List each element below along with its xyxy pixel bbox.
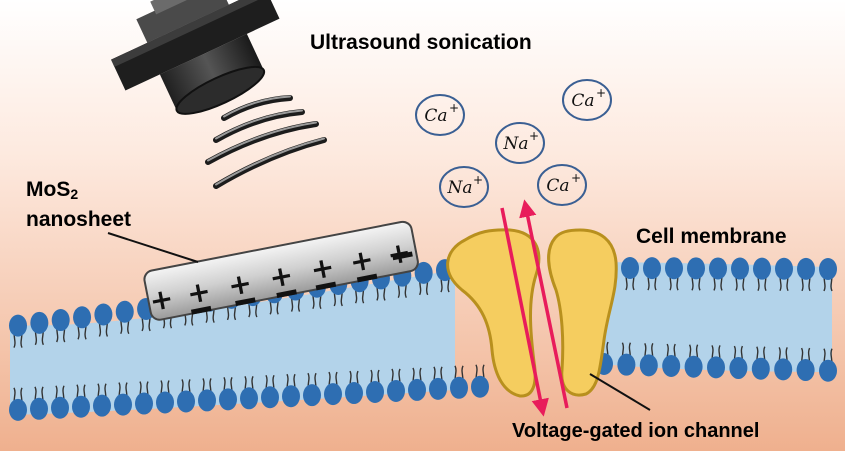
ultrasound-transducer-icon	[111, 0, 280, 115]
sound-wave	[221, 95, 293, 121]
svg-text:Ca: Ca	[424, 106, 447, 126]
lipid	[687, 257, 705, 291]
minus-charge	[190, 305, 212, 315]
lipid	[177, 379, 195, 413]
lipid	[753, 257, 771, 291]
lipid	[30, 386, 48, 420]
mos2-label-line2: nanosheet	[26, 208, 132, 231]
lipid	[282, 373, 300, 408]
ion-channel-leader-line	[589, 373, 651, 411]
mos2-label-line1: MoS2	[26, 177, 131, 207]
lipid	[639, 343, 658, 377]
lipid	[72, 384, 90, 418]
lipid	[156, 380, 174, 414]
lipid	[751, 346, 770, 380]
mos2-nanosheet: +++++++	[143, 220, 419, 321]
lipid	[429, 366, 447, 400]
lipid	[51, 309, 70, 343]
lipid	[684, 344, 703, 378]
ion-ca: Ca+	[562, 79, 612, 121]
svg-text:+: +	[571, 171, 581, 185]
svg-text:+: +	[529, 129, 539, 143]
lipid	[73, 306, 92, 340]
lipid	[94, 303, 113, 337]
ion-na: Na+	[495, 122, 545, 164]
lipid	[819, 257, 837, 292]
lipid	[819, 348, 837, 382]
lipid	[731, 257, 749, 291]
lipid	[450, 365, 468, 399]
lipid	[471, 364, 489, 398]
lipid	[662, 343, 681, 378]
svg-text:+: +	[473, 173, 483, 187]
cell-membrane-right	[575, 262, 832, 372]
lipid	[774, 347, 793, 381]
lipid-layer-bottom-left	[9, 364, 489, 421]
ions: Ca+Ca+Na+Na+Ca+	[415, 79, 612, 208]
lipid	[135, 381, 153, 415]
ion-flow-arrow-up	[519, 199, 569, 409]
lipid	[621, 257, 639, 291]
minus-charge	[315, 281, 337, 291]
lipid	[261, 374, 279, 409]
minus-charge	[276, 289, 297, 299]
ion-na: Na+	[439, 166, 489, 208]
ion-ca: Ca+	[415, 94, 465, 136]
lipid	[643, 257, 661, 291]
lipid	[387, 368, 405, 402]
lipid	[345, 370, 363, 405]
lipid	[30, 311, 49, 346]
lipid	[115, 300, 134, 335]
minus-charge	[392, 251, 413, 261]
ultrasound-label: Ultrasound sonication	[310, 31, 532, 54]
lipid	[219, 377, 237, 411]
lipid	[414, 261, 433, 296]
lipid	[198, 378, 216, 412]
mos2-leader-line	[107, 232, 199, 263]
minus-charge	[356, 273, 378, 283]
mos2-label: MoS2 nanosheet	[26, 177, 131, 233]
cell-membrane	[10, 270, 455, 415]
lipid	[408, 367, 426, 401]
lipid	[324, 371, 342, 406]
mos2-formula: MoS	[26, 178, 71, 201]
lipid	[51, 385, 69, 419]
sound-wave-icon	[205, 95, 327, 189]
lipid	[9, 314, 27, 348]
svg-text:+: +	[596, 86, 606, 100]
lipid	[114, 382, 132, 416]
minus-charge	[235, 297, 256, 307]
lipid	[709, 257, 727, 291]
svg-text:Ca: Ca	[571, 91, 594, 111]
lipid	[796, 347, 815, 382]
lipid	[240, 376, 258, 410]
lipid	[797, 257, 815, 292]
lipid	[707, 345, 725, 379]
ion-flow-arrow-down	[500, 207, 549, 417]
sound-wave	[205, 121, 319, 165]
mos2-subscript: 2	[70, 186, 79, 202]
sound-wave	[213, 137, 327, 189]
lipid	[775, 257, 793, 292]
lipid	[665, 257, 683, 291]
svg-text:Ca: Ca	[546, 176, 569, 196]
svg-text:Na: Na	[446, 178, 472, 198]
cell-membrane-label: Cell membrane	[636, 225, 787, 248]
lipid-layer-top-right	[621, 257, 837, 292]
lipid	[93, 383, 111, 417]
svg-text:Na: Na	[502, 134, 528, 154]
lipid	[729, 345, 748, 380]
lipid	[617, 342, 636, 376]
sound-wave	[213, 109, 305, 143]
svg-text:+: +	[449, 101, 459, 115]
lipid	[366, 369, 384, 403]
ion-channel-label: Voltage-gated ion channel	[512, 420, 760, 442]
lipid	[303, 372, 321, 407]
lipid	[9, 387, 27, 421]
ion-ca: Ca+	[537, 164, 587, 206]
